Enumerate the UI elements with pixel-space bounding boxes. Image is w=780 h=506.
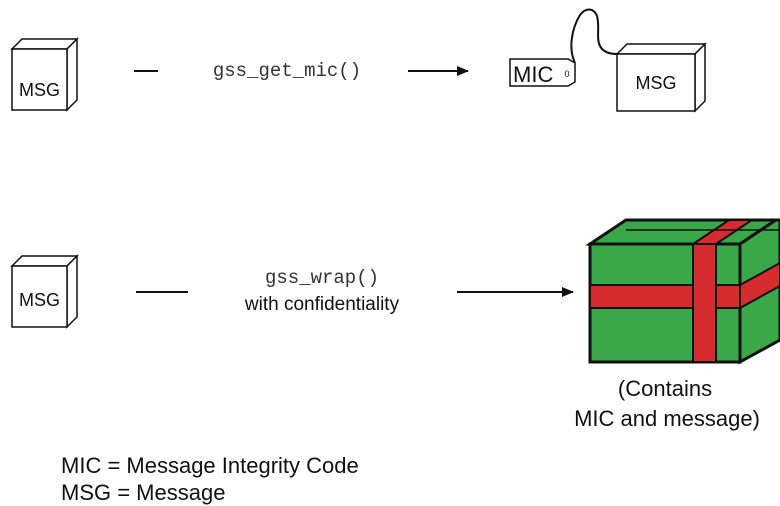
wrapped-package bbox=[585, 218, 780, 365]
package-caption-line2: MIC and message) bbox=[574, 406, 760, 431]
function-note-wrap: with confidentiality bbox=[244, 294, 400, 315]
mic-tag-label: MIC bbox=[513, 62, 553, 87]
msg-box-label: MSG bbox=[635, 73, 676, 93]
tag-string bbox=[570, 8, 618, 64]
mic-tag: MIC 0 bbox=[509, 8, 618, 87]
msg-box-label: MSG bbox=[19, 290, 60, 310]
ribbon-side bbox=[739, 261, 780, 310]
legend-mic: MIC = Message Integrity Code bbox=[61, 453, 359, 478]
msg-box-input-mic: MSG bbox=[10, 37, 79, 112]
function-label-get-mic: gss_get_mic() bbox=[213, 60, 361, 82]
tag-hole: 0 bbox=[564, 69, 569, 79]
ribbon-top bbox=[689, 219, 756, 245]
msg-box-label: MSG bbox=[19, 80, 60, 100]
function-label-wrap: gss_wrap() bbox=[265, 267, 379, 289]
msg-box-input-wrap: MSG bbox=[10, 254, 79, 329]
ribbon-front-horizontal bbox=[589, 284, 741, 309]
legend-msg: MSG = Message bbox=[61, 480, 225, 505]
msg-box-output-mic: MSG bbox=[615, 42, 707, 113]
package-caption-line1: (Contains bbox=[618, 376, 712, 401]
ribbon-front-vertical bbox=[692, 243, 717, 363]
